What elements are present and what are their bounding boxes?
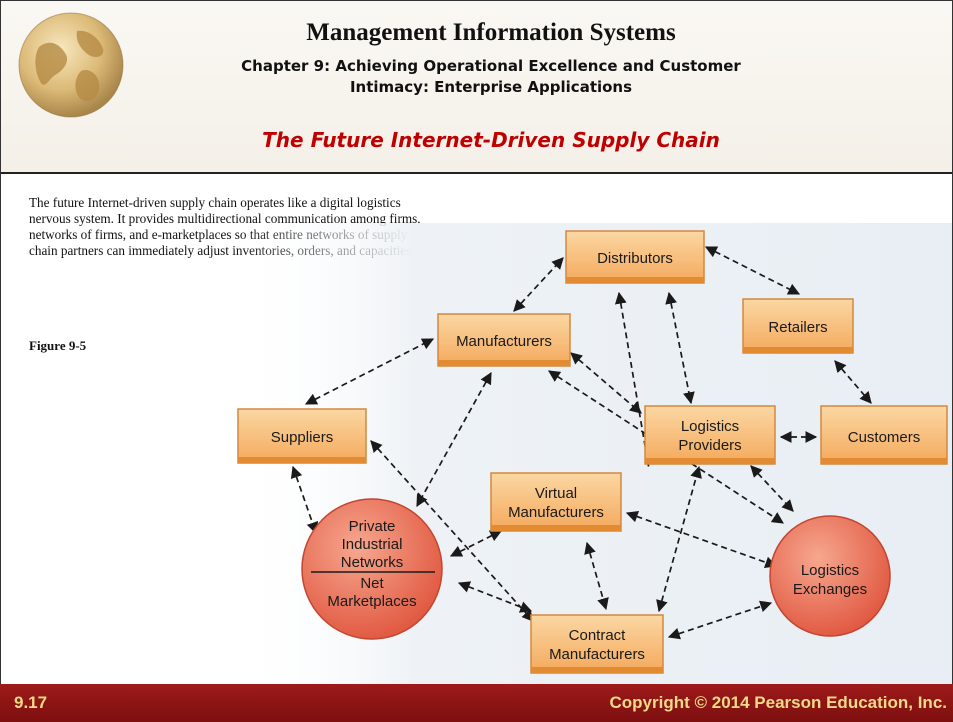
slide-heading: The Future Internet-Driven Supply Chain bbox=[262, 128, 720, 152]
node-retailers: Retailers bbox=[742, 298, 854, 354]
supply-chain-diagram: Distributors Manufacturers Retailers Sup… bbox=[236, 223, 952, 685]
virtual-manufacturers-label-line1: Virtual bbox=[535, 485, 577, 502]
private-networks-label-line2: Industrial bbox=[342, 536, 403, 553]
arrow-virtual-contract-manufacturers bbox=[584, 541, 609, 611]
distributors-label: Distributors bbox=[597, 250, 673, 267]
arrow-manufacturers-logistics-exchanges bbox=[548, 370, 784, 524]
suppliers-label: Suppliers bbox=[271, 429, 334, 446]
arrow-contract-manufacturers-logistics-providers bbox=[656, 465, 702, 613]
slide-number: 9.17 bbox=[14, 693, 48, 712]
node-suppliers: Suppliers bbox=[237, 408, 367, 464]
arrow-manufacturers-distributors bbox=[513, 257, 564, 312]
arrow-contract-manufacturers-logistics-exchanges bbox=[667, 600, 773, 640]
retailers-label: Retailers bbox=[768, 319, 827, 336]
net-marketplaces-label-line2: Marketplaces bbox=[327, 593, 416, 610]
globe-icon bbox=[18, 12, 124, 118]
figure-label: Figure 9-5 bbox=[29, 338, 87, 353]
node-logistics-exchanges: Logistics Exchanges bbox=[769, 515, 891, 637]
contract-manufacturers-label-line2: Manufacturers bbox=[549, 646, 645, 663]
net-marketplaces-label-line1: Net bbox=[360, 575, 384, 592]
node-manufacturers: Manufacturers bbox=[437, 313, 571, 367]
virtual-manufacturers-label-line2: Manufacturers bbox=[508, 504, 604, 521]
chapter-subtitle-line1: Chapter 9: Achieving Operational Excelle… bbox=[241, 57, 741, 75]
connector-arrows bbox=[290, 246, 872, 640]
contract-manufacturers-label-line1: Contract bbox=[569, 627, 627, 644]
customers-label: Customers bbox=[848, 429, 921, 446]
chapter-subtitle: Chapter 9: Achieving Operational Excelle… bbox=[181, 56, 801, 98]
copyright-notice: Copyright © 2014 Pearson Education, Inc. bbox=[609, 693, 948, 712]
arrow-distributors-retailers bbox=[704, 246, 801, 295]
slide-footer: 9.17 Copyright © 2014 Pearson Education,… bbox=[0, 684, 953, 722]
node-distributors: Distributors bbox=[565, 230, 705, 284]
slide: Management Information Systems Chapter 9… bbox=[0, 0, 953, 686]
logistics-exchanges-label-line2: Exchanges bbox=[793, 581, 867, 598]
arrow-private-networks-contract-manufacturers bbox=[457, 581, 533, 613]
slide-header: Management Information Systems Chapter 9… bbox=[1, 1, 952, 174]
private-networks-label-line1: Private bbox=[349, 518, 396, 535]
logistics-providers-label-line1: Logistics bbox=[681, 418, 739, 435]
chapter-subtitle-line2: Intimacy: Enterprise Applications bbox=[349, 78, 633, 96]
manufacturers-label: Manufacturers bbox=[456, 333, 552, 350]
node-logistics-providers: Logistics Providers bbox=[644, 405, 776, 465]
node-customers: Customers bbox=[820, 405, 948, 465]
arrow-manufacturers-logistics-providers bbox=[570, 352, 642, 414]
arrow-suppliers-private-networks bbox=[290, 465, 319, 535]
arrow-suppliers-manufacturers bbox=[304, 338, 435, 405]
arrow-manufacturers-private-networks bbox=[416, 371, 492, 508]
private-networks-label-line3: Networks bbox=[341, 554, 404, 571]
logistics-providers-label-line2: Providers bbox=[678, 437, 741, 454]
node-private-industrial-networks: Private Industrial Networks Net Marketpl… bbox=[301, 498, 443, 640]
arrow-virtual-manufacturers-logistics-exchanges bbox=[625, 510, 778, 569]
arrow-logistics-providers-logistics-exchanges bbox=[750, 465, 794, 512]
node-contract-manufacturers: Contract Manufacturers bbox=[530, 614, 664, 674]
logistics-exchanges-label-line1: Logistics bbox=[801, 562, 859, 579]
node-virtual-manufacturers: Virtual Manufacturers bbox=[490, 472, 622, 532]
course-title: Management Information Systems bbox=[306, 19, 676, 46]
